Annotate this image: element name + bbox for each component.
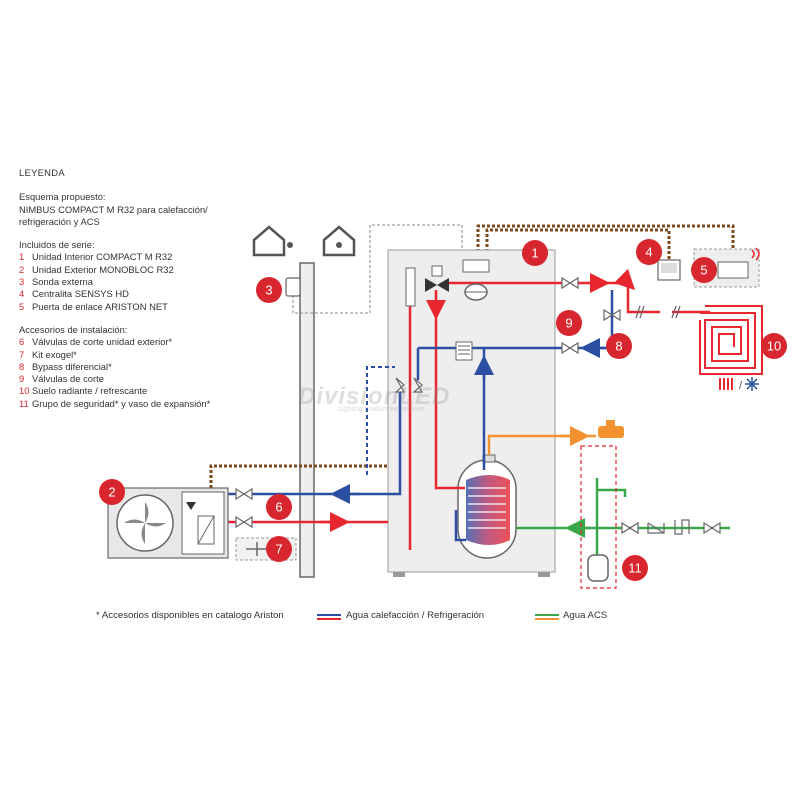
svg-text:10: 10 xyxy=(767,339,781,354)
svg-text:9: 9 xyxy=(565,316,572,331)
badge-2: 2 xyxy=(99,479,125,505)
shutoff-valve-icons xyxy=(235,276,721,535)
pipe-break-icon xyxy=(635,305,681,319)
badge-10: 10 xyxy=(761,333,787,359)
wifi-icon xyxy=(751,247,760,261)
scheme-line: refrigeración y ACS xyxy=(19,215,100,227)
accessories-header: Accesorios de instalación: xyxy=(19,323,128,335)
dhw-outlet-line xyxy=(487,426,596,455)
included-header: Incluidos de serie: xyxy=(19,239,95,251)
footer-legend: * Accesorios disponibles en catalogo Ari… xyxy=(0,610,800,626)
filter-icon xyxy=(455,341,473,361)
dhw-legend-line-green xyxy=(535,614,559,616)
expansion-vessel-internal-icon xyxy=(464,283,488,301)
snowflake-icon xyxy=(745,377,759,391)
heating-legend-line-blue xyxy=(317,614,341,616)
badge-8: 8 xyxy=(606,333,632,359)
legend-title: LEYENDA xyxy=(19,167,65,178)
scheme-label: Esquema propuesto: xyxy=(19,191,106,203)
watermark: DivisionLED xyxy=(298,383,451,410)
heating-legend-label: Agua calefacción / Refrigeración xyxy=(346,610,485,621)
expansion-vessel-icon xyxy=(587,554,609,582)
tap-icon xyxy=(598,420,624,438)
outdoor-house-icon xyxy=(252,225,293,257)
svg-text:8: 8 xyxy=(615,339,622,354)
slash-divider: / xyxy=(739,380,743,392)
watermark-tagline: Lighting product experience xyxy=(338,406,425,413)
svg-text:1: 1 xyxy=(531,246,538,261)
bypass-dashed-line xyxy=(366,366,395,475)
dhw-legend-line-orange xyxy=(535,618,559,620)
badge-11: 11 xyxy=(622,555,648,581)
underfloor-coil-icon xyxy=(699,305,763,375)
indoor-house-icon xyxy=(322,225,356,257)
pressure-reducer-icon xyxy=(674,519,690,535)
three-way-valve-icon xyxy=(425,265,449,292)
indoor-unit xyxy=(387,249,556,577)
svg-text:2: 2 xyxy=(108,485,115,500)
badge-4: 4 xyxy=(636,239,662,265)
wall xyxy=(299,262,315,578)
safety-group-box xyxy=(580,445,617,589)
scheme-line: NIMBUS COMPACT M R32 para calefacción/ xyxy=(19,203,208,215)
legend: LEYENDA Esquema propuesto: NIMBUS COMPAC… xyxy=(19,167,259,410)
footer-note: * Accesorios disponibles en catalogo Ari… xyxy=(96,610,284,621)
exogel-valve-icon xyxy=(246,542,268,556)
badge-3: 3 xyxy=(256,277,282,303)
dhw-legend-label: Agua ACS xyxy=(563,610,608,621)
svg-text:7: 7 xyxy=(275,542,282,557)
backup-heater-icon xyxy=(405,267,416,307)
badge-6: 6 xyxy=(266,494,292,520)
heating-legend-line-red xyxy=(317,618,341,620)
svg-text:4: 4 xyxy=(645,245,652,260)
outdoor-unit xyxy=(107,487,229,559)
radiator-icon xyxy=(719,378,733,390)
badge-7: 7 xyxy=(266,536,292,562)
check-valve-icon xyxy=(647,522,665,534)
dhw-tank xyxy=(457,454,517,559)
svg-text:6: 6 xyxy=(275,500,282,515)
sensys-controller-icon xyxy=(657,259,681,281)
outdoor-sensor-icon xyxy=(285,277,301,297)
svg-text:11: 11 xyxy=(628,561,642,576)
sensor-cable xyxy=(292,224,463,314)
svg-text:3: 3 xyxy=(265,283,272,298)
badge-5: 5 xyxy=(691,257,717,283)
svg-text:5: 5 xyxy=(700,263,707,278)
badge-9: 9 xyxy=(556,310,582,336)
badge-1: 1 xyxy=(522,240,548,266)
